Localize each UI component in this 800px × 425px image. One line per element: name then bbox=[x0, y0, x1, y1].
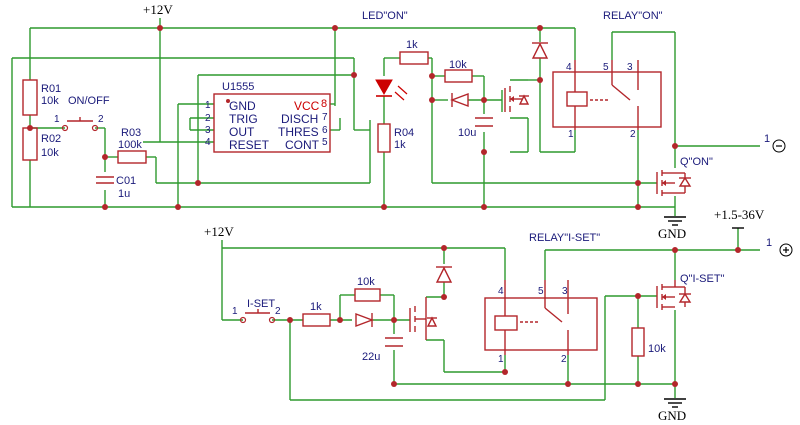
mosfet-q-on bbox=[656, 170, 692, 196]
neg-terminal-number: 1 bbox=[764, 133, 770, 145]
r04-name: R04 bbox=[394, 127, 414, 139]
r10k-top-value: 10k bbox=[449, 59, 467, 71]
diode-relay-bottom bbox=[435, 266, 453, 283]
onoff-label: ON/OFF bbox=[68, 95, 110, 107]
ic-pin-5: 5 bbox=[322, 137, 328, 148]
diode-relay bbox=[531, 42, 549, 59]
ic-thres: THRES bbox=[278, 125, 319, 139]
ic-pin-4: 4 bbox=[205, 137, 211, 148]
relay-i-set-title: RELAY"I-SET" bbox=[529, 232, 600, 244]
resistor-r01 bbox=[22, 79, 38, 116]
ic-pin-3: 3 bbox=[205, 125, 211, 136]
diode-top bbox=[450, 92, 469, 108]
ic-cont: CONT bbox=[285, 138, 320, 152]
relay1-pin4: 4 bbox=[566, 62, 572, 73]
cap-10u-value: 10u bbox=[458, 127, 476, 139]
r01-value: 10k bbox=[41, 95, 59, 107]
r03-name: R03 bbox=[121, 127, 141, 139]
mosfet-small-top bbox=[504, 86, 530, 112]
resistor-r04 bbox=[377, 123, 391, 153]
relay2-pin5: 5 bbox=[538, 286, 544, 297]
led-on bbox=[375, 79, 408, 101]
switch-i-set bbox=[239, 309, 276, 324]
resistor-10k-bottom bbox=[354, 288, 381, 302]
r1k-bottom-value: 1k bbox=[310, 301, 322, 313]
q-on-label: Q"ON" bbox=[680, 156, 713, 168]
sw1-pin1: 1 bbox=[54, 114, 60, 125]
terminal-negative bbox=[772, 139, 786, 153]
ic-pin-7: 7 bbox=[322, 112, 328, 123]
lower-wires bbox=[221, 228, 760, 401]
resistor-1k-bottom bbox=[302, 313, 331, 327]
resistor-10k-top bbox=[444, 69, 473, 83]
ic-pin-8: 8 bbox=[321, 98, 327, 110]
ground-symbol-upper bbox=[664, 216, 686, 226]
supply-range-label: +1.5-36V bbox=[714, 207, 765, 222]
ic-trig: TRIG bbox=[229, 112, 258, 126]
relay2-pin2: 2 bbox=[561, 354, 567, 365]
vcc-top-label: +12V bbox=[143, 2, 173, 17]
i-set-label: I-SET bbox=[247, 298, 275, 310]
ic-out: OUT bbox=[229, 125, 255, 139]
led-resistor-value: 1k bbox=[406, 39, 418, 51]
c01-value: 1u bbox=[118, 188, 130, 200]
ic-gnd: GND bbox=[229, 99, 256, 113]
resistor-r02 bbox=[22, 127, 38, 161]
labels: +12V LED"ON" RELAY"ON" U1555 GND TRIG OU… bbox=[41, 2, 772, 423]
mosfet-q-i-set bbox=[656, 280, 692, 310]
switch-on-off bbox=[61, 117, 99, 132]
ic-pin-2: 2 bbox=[205, 113, 211, 124]
sw2-pin1: 1 bbox=[232, 306, 238, 317]
relay-on-title: RELAY"ON" bbox=[603, 10, 663, 22]
relay1-pin5: 5 bbox=[603, 62, 609, 73]
sw2-pin2: 2 bbox=[275, 306, 281, 317]
relay2-pin4: 4 bbox=[498, 286, 504, 297]
relay1-pin1: 1 bbox=[568, 129, 574, 140]
terminal-positive bbox=[779, 243, 793, 257]
ic-pin-1: 1 bbox=[205, 100, 211, 111]
capacitor-22u bbox=[385, 337, 403, 347]
relay1-pin2: 2 bbox=[630, 129, 636, 140]
mosfet-small-bottom bbox=[409, 297, 438, 340]
relay-i-set bbox=[484, 280, 598, 355]
relay2-pin3: 3 bbox=[562, 286, 568, 297]
r10k-right-value: 10k bbox=[648, 343, 666, 355]
resistor-10k-right bbox=[631, 327, 645, 357]
r04-value: 1k bbox=[394, 139, 406, 151]
r10k-bottom-value: 10k bbox=[357, 276, 375, 288]
capacitor-10u bbox=[475, 117, 493, 127]
sw1-pin2: 2 bbox=[98, 114, 104, 125]
ic-vcc: VCC bbox=[294, 99, 320, 113]
relay1-pin3: 3 bbox=[627, 62, 633, 73]
cap-22u-value: 22u bbox=[362, 351, 380, 363]
ic-pin-6: 6 bbox=[322, 125, 328, 136]
r02-value: 10k bbox=[41, 147, 59, 159]
diode-bottom bbox=[355, 312, 374, 328]
resistor-r03 bbox=[117, 150, 147, 164]
resistor-led-1k bbox=[399, 51, 429, 65]
capacitor-c01 bbox=[96, 176, 114, 184]
relay-on bbox=[552, 60, 662, 130]
led-on-title: LED"ON" bbox=[362, 10, 408, 22]
ground-symbol-lower bbox=[664, 398, 686, 408]
ic-disch: DISCH bbox=[281, 112, 318, 126]
ic-reset: RESET bbox=[229, 138, 270, 152]
q-i-set-label: Q"I-SET" bbox=[680, 273, 725, 285]
relay2-pin1: 1 bbox=[498, 354, 504, 365]
r02-name: R02 bbox=[41, 133, 61, 145]
pos-terminal-number: 1 bbox=[766, 237, 772, 249]
gnd-lower-label: GND bbox=[658, 408, 686, 423]
vcc-bottom-label: +12V bbox=[204, 224, 234, 239]
gnd-upper-label: GND bbox=[658, 226, 686, 241]
ic-name: U1555 bbox=[222, 81, 254, 93]
ic-u1555 bbox=[213, 93, 331, 153]
junction-dots bbox=[27, 25, 741, 387]
r01-name: R01 bbox=[41, 83, 61, 95]
c01-name: C01 bbox=[116, 175, 136, 187]
r03-value: 100k bbox=[118, 139, 142, 151]
